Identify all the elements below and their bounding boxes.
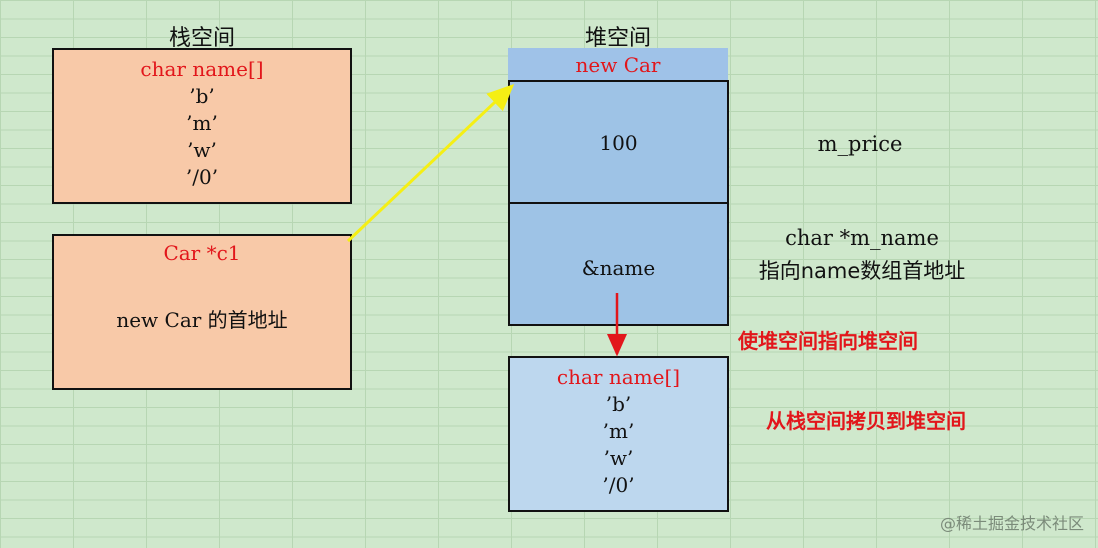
stack-pointer-header: Car *c1: [163, 241, 241, 265]
heap-price-cell: 100: [508, 80, 729, 204]
stack-pointer-box: Car *c1 new Car 的首地址: [52, 234, 352, 390]
heap-char-w: ’w’: [603, 446, 634, 470]
stack-name-array-header: char name[]: [140, 57, 264, 81]
heap-title: 堆空间: [584, 26, 651, 51]
heap-name-array-header: char name[]: [556, 365, 681, 389]
heap-object-header-box: new Car: [508, 48, 728, 80]
copy-note: 从栈空间拷贝到堆空间: [766, 409, 966, 433]
watermark: @稀土掘金技术社区: [939, 514, 1084, 533]
price-member-label: m_price: [817, 132, 903, 156]
heap-object-header: new Car: [575, 53, 661, 77]
stack-title: 栈空间: [168, 26, 235, 51]
heap-price-value: 100: [599, 131, 638, 155]
heap-char-b: ’b’: [605, 392, 632, 416]
heap-char-m: ’m’: [602, 419, 635, 443]
stack-char-m: ’m’: [186, 111, 218, 135]
point-note: 使堆空间指向堆空间: [738, 329, 918, 353]
heap-char-null: ’/0’: [602, 473, 635, 497]
stack-char-b: ’b’: [189, 84, 215, 108]
pointer-arrow: [346, 83, 515, 243]
stack-char-null: ’/0’: [185, 165, 219, 189]
stack-char-w: ’w’: [187, 138, 217, 162]
name-member-label: char *m_name: [785, 226, 939, 250]
name-member-desc: 指向name数组首地址: [758, 259, 966, 283]
heap-name-value: &name: [581, 256, 656, 280]
heap-name-pointer-cell: &name: [508, 202, 729, 326]
heap-name-array-box: char name[] ’b’ ’m’ ’w’ ’/0’: [508, 356, 729, 512]
stack-pointer-text: new Car 的首地址: [116, 308, 288, 332]
stack-name-array-box: char name[] ’b’ ’m’ ’w’ ’/0’: [52, 48, 352, 204]
